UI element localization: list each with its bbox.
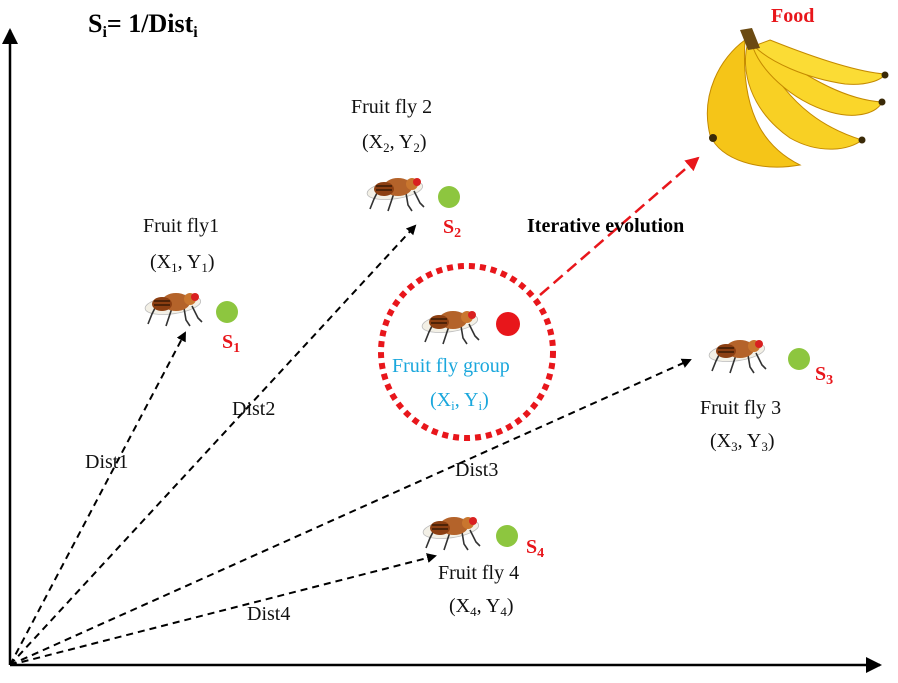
fly3-coord: (X3, Y3)	[710, 430, 774, 454]
fruit-fly-group-circle	[378, 263, 556, 441]
fly2-name: Fruit fly 2	[351, 96, 432, 118]
dist4-label: Dist4	[247, 603, 290, 625]
fly3-name: Fruit fly 3	[700, 397, 781, 419]
fly2-smell-label: S2	[443, 216, 461, 241]
fly3-icon	[707, 338, 767, 374]
dist3-arrow	[9, 358, 692, 666]
fly3-smell-label: S3	[815, 363, 833, 388]
fly4-smell-label: S4	[526, 536, 544, 561]
dist4-arrow	[9, 553, 437, 666]
fly1-name: Fruit fly1	[143, 215, 219, 237]
group-label: Fruit fly group	[392, 355, 510, 377]
formula-text: Si= 1/Disti	[88, 9, 198, 41]
fly4-name: Fruit fly 4	[438, 562, 519, 584]
group-fly-icon	[420, 309, 480, 345]
fly1-smell-dot	[216, 301, 238, 323]
fly1-smell-label: S1	[222, 331, 240, 356]
iterative-evolution-label: Iterative evolution	[527, 215, 684, 237]
fly4-smell-dot	[496, 525, 518, 547]
fly4-coord: (X4, Y4)	[449, 595, 513, 619]
fly2-icon	[365, 176, 425, 212]
dist1-arrow	[9, 331, 186, 666]
fly1-icon	[143, 291, 203, 327]
group-best-dot	[496, 312, 520, 336]
food-label: Food	[771, 5, 814, 27]
banana-image	[706, 28, 889, 168]
fly1-coord: (X1, Y1)	[150, 251, 214, 275]
dist2-label: Dist2	[232, 398, 275, 420]
fly3-smell-dot	[788, 348, 810, 370]
dist2-arrow	[9, 224, 417, 666]
fly2-smell-dot	[438, 186, 460, 208]
fly2-coord: (X2, Y2)	[362, 131, 426, 155]
group-coord: (Xi, Yi)	[430, 389, 489, 413]
dist3-label: Dist3	[455, 459, 498, 481]
dist1-label: Dist1	[85, 451, 128, 473]
fly4-icon	[421, 515, 481, 551]
